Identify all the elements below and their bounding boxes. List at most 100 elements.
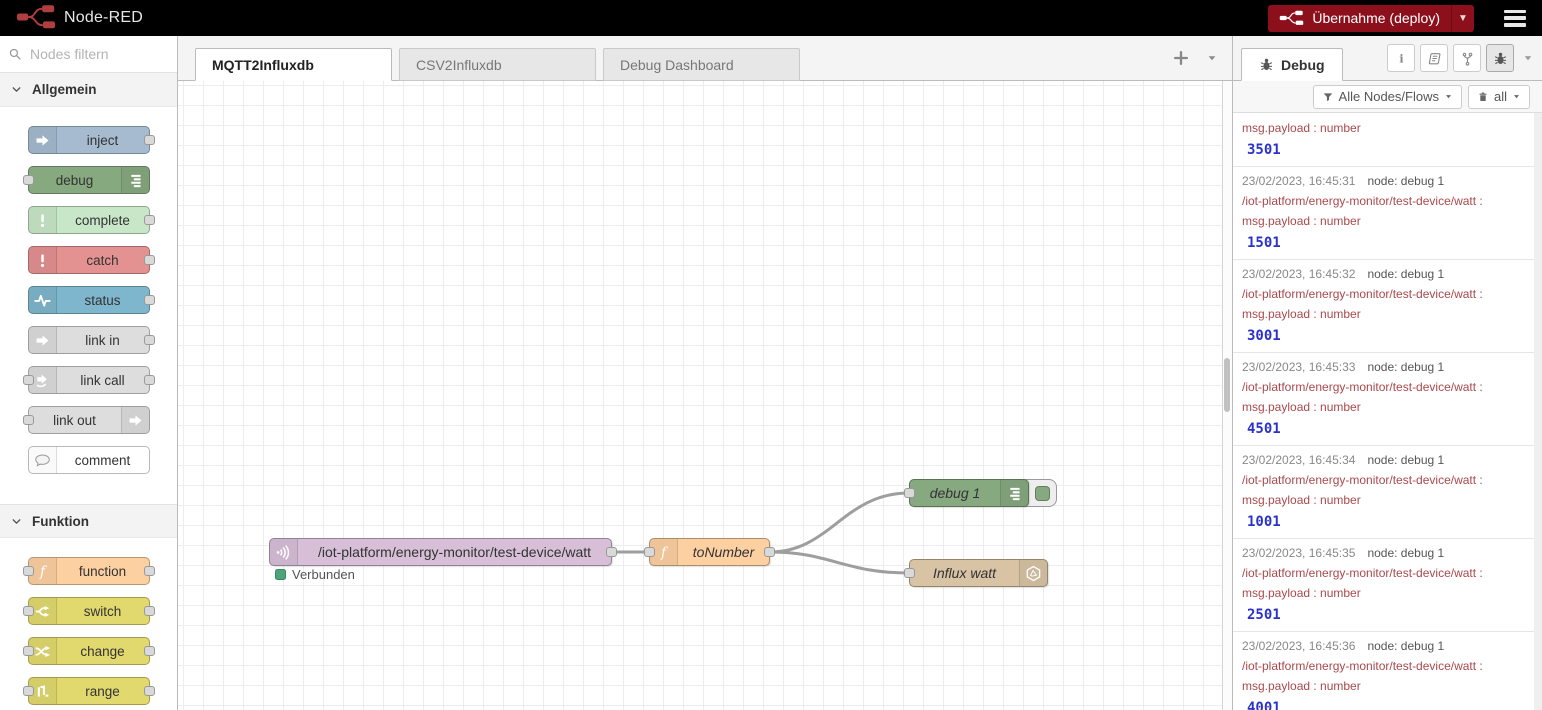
port-out[interactable] bbox=[143, 255, 155, 265]
flow-canvas[interactable]: /iot-platform/energy-monitor/test-device… bbox=[178, 81, 1232, 710]
canvas-scrollbar-thumb[interactable] bbox=[1224, 358, 1230, 412]
flow-list-caret[interactable] bbox=[1206, 52, 1218, 64]
palette-section-header-funktion[interactable]: Funktion bbox=[0, 504, 177, 538]
palette-node-label: status bbox=[84, 292, 121, 308]
mqtt-icon-box bbox=[270, 539, 298, 565]
comment-icon bbox=[34, 452, 51, 469]
port-in[interactable] bbox=[22, 606, 34, 616]
status-icon-box bbox=[28, 287, 57, 313]
info-panel-button[interactable]: i bbox=[1387, 44, 1415, 72]
catch-icon bbox=[34, 252, 51, 269]
debug-icon bbox=[127, 172, 144, 189]
tab-mqtt2influxdb[interactable]: MQTT2Influxdb bbox=[195, 48, 392, 81]
message-property: msg.payload : number bbox=[1242, 121, 1361, 135]
palette-node-label: link call bbox=[80, 372, 125, 388]
tab-debug-dashboard[interactable]: Debug Dashboard bbox=[603, 48, 800, 81]
message-timestamp: 23/02/2023, 16:45:36 bbox=[1242, 639, 1356, 653]
flow-node-debug-1[interactable]: debug 1 bbox=[904, 479, 1029, 507]
link-call-icon bbox=[34, 372, 51, 389]
palette-section-allgemein: Allgemein inject debug complete catch status l… bbox=[0, 73, 177, 504]
change-icon bbox=[34, 643, 51, 660]
debug-filter-button[interactable]: Alle Nodes/Flows bbox=[1312, 84, 1462, 109]
port-out[interactable] bbox=[143, 646, 155, 656]
search-icon bbox=[8, 47, 22, 61]
message-topic: /iot-platform/energy-monitor/test-device… bbox=[1242, 380, 1483, 394]
palette-node-status[interactable]: status bbox=[27, 286, 155, 314]
port-out[interactable] bbox=[143, 375, 155, 385]
port-in[interactable] bbox=[904, 488, 915, 498]
palette-node-range[interactable]: range bbox=[22, 677, 155, 705]
tab-debug[interactable]: Debug bbox=[1241, 48, 1343, 81]
message-value[interactable]: 1501 bbox=[1247, 235, 1281, 251]
main-menu-button[interactable] bbox=[1504, 9, 1526, 27]
flow-node-influx-watt[interactable]: Influx watt bbox=[904, 559, 1048, 587]
node-red-logo-icon bbox=[16, 4, 56, 33]
palette-search-input[interactable] bbox=[0, 36, 177, 72]
tab-csv2influxdb[interactable]: CSV2Influxdb bbox=[399, 48, 596, 81]
context-panel-button[interactable] bbox=[1453, 44, 1481, 72]
palette-node-change[interactable]: change bbox=[22, 637, 155, 665]
deploy-button[interactable]: Übernahme (deploy) ▼ bbox=[1268, 4, 1474, 32]
debug-message[interactable]: msg.payload : number 3501 bbox=[1233, 113, 1534, 167]
flow-node-function-tonumber[interactable]: f toNumber bbox=[644, 538, 775, 566]
deploy-options-caret[interactable]: ▼ bbox=[1451, 4, 1474, 32]
palette-section-header-allgemein[interactable]: Allgemein bbox=[0, 73, 177, 107]
palette-node-label: switch bbox=[83, 603, 122, 619]
palette-node-link-out[interactable]: link out bbox=[22, 406, 150, 434]
port-in[interactable] bbox=[22, 646, 34, 656]
palette-node-link-in[interactable]: link in bbox=[27, 326, 155, 354]
flow-node-mqtt-in[interactable]: /iot-platform/energy-monitor/test-device… bbox=[269, 538, 617, 566]
palette-node-label: debug bbox=[55, 172, 94, 188]
palette-node-debug[interactable]: debug bbox=[22, 166, 150, 194]
mqtt-node-label: /iot-platform/energy-monitor/test-device… bbox=[317, 544, 592, 560]
palette-node-catch[interactable]: catch bbox=[27, 246, 155, 274]
port-in[interactable] bbox=[904, 568, 915, 578]
port-in[interactable] bbox=[22, 686, 34, 696]
palette-node-complete[interactable]: complete bbox=[27, 206, 155, 234]
add-flow-button[interactable] bbox=[1172, 49, 1190, 67]
message-value[interactable]: 2501 bbox=[1247, 607, 1281, 623]
port-out[interactable] bbox=[764, 547, 775, 557]
debug-panel-button[interactable] bbox=[1486, 44, 1514, 72]
help-panel-button[interactable] bbox=[1420, 44, 1448, 72]
palette-node-inject[interactable]: inject bbox=[27, 126, 155, 154]
info-icon: i bbox=[1394, 51, 1409, 66]
port-out[interactable] bbox=[606, 547, 617, 557]
port-out[interactable] bbox=[143, 566, 155, 576]
palette-node-switch[interactable]: switch bbox=[22, 597, 155, 625]
message-timestamp: 23/02/2023, 16:45:33 bbox=[1242, 360, 1356, 374]
port-out[interactable] bbox=[143, 335, 155, 345]
palette-node-comment[interactable]: comment bbox=[27, 446, 150, 474]
port-out[interactable] bbox=[143, 686, 155, 696]
function-node-label: toNumber bbox=[692, 544, 755, 560]
sidebar-scrollbar[interactable] bbox=[1534, 113, 1542, 710]
port-out[interactable] bbox=[143, 606, 155, 616]
message-value[interactable]: 3001 bbox=[1247, 328, 1281, 344]
port-in[interactable] bbox=[22, 415, 34, 425]
port-out[interactable] bbox=[143, 135, 155, 145]
canvas-scrollbar[interactable] bbox=[1222, 81, 1232, 710]
port-in[interactable] bbox=[22, 566, 34, 576]
message-value[interactable]: 4001 bbox=[1247, 700, 1281, 710]
port-out[interactable] bbox=[143, 215, 155, 225]
port-in[interactable] bbox=[644, 547, 655, 557]
message-value[interactable]: 4501 bbox=[1247, 421, 1281, 437]
palette-node-link-call[interactable]: link call bbox=[22, 366, 155, 394]
port-in[interactable] bbox=[22, 175, 34, 185]
sidebar-options-caret[interactable] bbox=[1522, 52, 1534, 64]
port-in[interactable] bbox=[22, 375, 34, 385]
debug-clear-button[interactable]: all bbox=[1467, 84, 1530, 109]
message-value[interactable]: 3501 bbox=[1247, 142, 1281, 158]
message-value[interactable]: 1001 bbox=[1247, 514, 1281, 530]
port-out[interactable] bbox=[143, 295, 155, 305]
